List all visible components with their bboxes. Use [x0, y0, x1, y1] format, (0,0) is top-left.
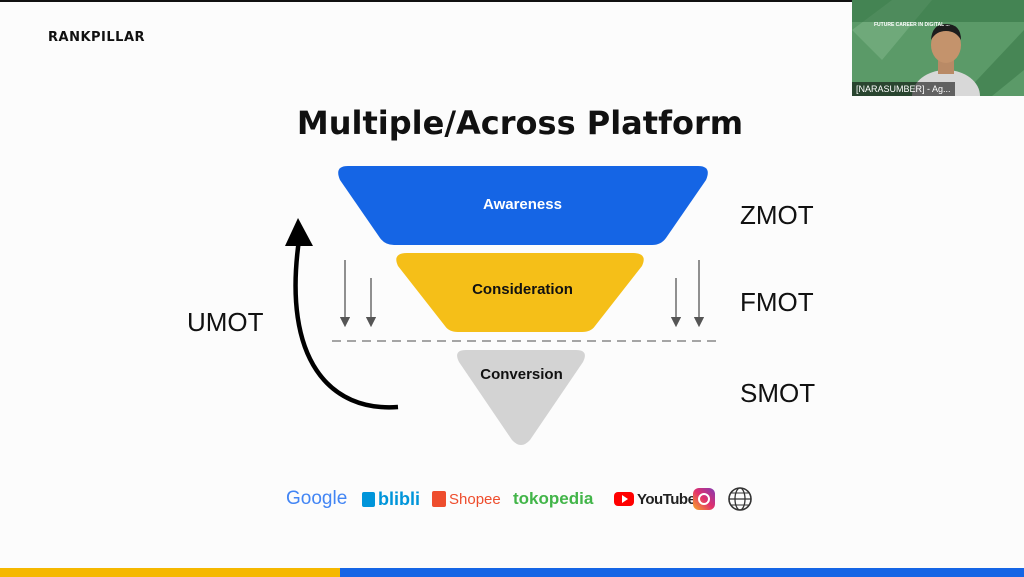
youtube-logo: YouTube — [614, 484, 696, 514]
tokopedia-logo: tokopedia — [513, 489, 594, 508]
funnel-stage-label: Conversion — [480, 366, 563, 383]
funnel-stage-label: Awareness — [483, 196, 562, 213]
slide-title: Multiple/Across Platform — [296, 104, 744, 142]
blibli-bag-icon — [362, 491, 375, 507]
webcam-background — [852, 0, 1024, 96]
shopee-bag-icon — [432, 491, 446, 507]
funnel-consideration-shape — [396, 253, 644, 332]
funnel-stage-label: Consideration — [472, 281, 573, 298]
umot-curved-arrow — [293, 239, 399, 410]
bottom-yellow-bar — [0, 568, 340, 577]
moment-label-smot: SMOT — [740, 378, 816, 408]
rankpillar-logo: RANKPILLAR — [48, 30, 146, 45]
funnel-conversion-shape — [457, 350, 585, 445]
google-logo: Google — [286, 488, 348, 509]
globe-icon — [727, 484, 753, 514]
webcam-video-tile[interactable]: FUTURE CAREER IN DIGITAL ... [NARASUMBER… — [852, 0, 1024, 96]
loop-label-umot: UMOT — [187, 307, 264, 337]
participant-name-label: [NARASUMBER] - Ag... — [852, 82, 955, 96]
webcam-banner-text: FUTURE CAREER IN DIGITAL ... — [874, 22, 950, 28]
funnel-awareness-shape — [338, 166, 708, 245]
shopee-logo: Shopee — [432, 484, 501, 514]
moment-label-zmot: ZMOT — [740, 200, 814, 230]
moment-label-fmot: FMOT — [740, 287, 814, 317]
top-border — [0, 0, 1024, 2]
blibli-logo: blibli — [362, 484, 420, 514]
youtube-play-icon — [614, 492, 634, 506]
platform-logo-row: Google blibli Shopee tokopedia YouTube — [280, 484, 770, 514]
umot-arrow-head — [285, 218, 313, 246]
instagram-icon — [693, 484, 715, 514]
bottom-blue-bar — [340, 568, 1024, 577]
